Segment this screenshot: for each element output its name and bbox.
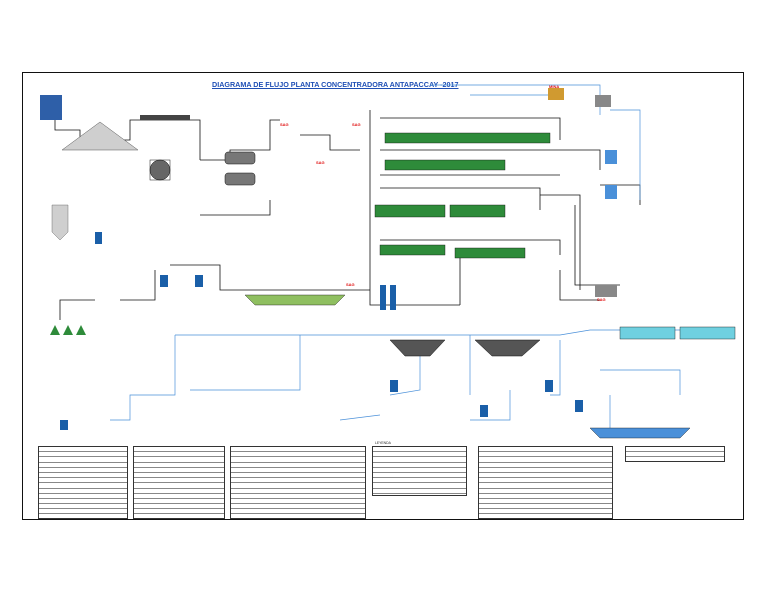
diagram-title: DIAGRAMA DE FLUJO PLANTA CONCENTRADORA A…: [212, 80, 459, 89]
stage-label-1: SAG: [352, 122, 361, 127]
thickener-2: [474, 339, 541, 357]
stage-label-5: SAG: [597, 297, 606, 302]
process-lines: [54, 105, 641, 320]
ball-mills: [224, 151, 256, 186]
stage-label-3: SAG: [316, 160, 325, 165]
stage-label-4: SAG: [346, 282, 355, 287]
sag-mill: [149, 159, 171, 181]
legend-table-5: [478, 446, 613, 519]
tailings-pond-2: [679, 326, 736, 340]
hydrocyclones: [50, 325, 86, 335]
tanks: [60, 232, 583, 430]
legend-table-2: [133, 446, 225, 519]
flotation-bank-5: [379, 244, 446, 256]
thickeners: [389, 326, 736, 439]
legend-table-1: [38, 446, 128, 519]
legend-table-3: [230, 446, 366, 519]
flotation-banks: [374, 132, 551, 259]
flotation-bank-1: [384, 132, 551, 144]
mine-stamp: MINA: [549, 84, 560, 89]
crusher: [40, 95, 62, 120]
stockpile: [61, 121, 139, 151]
legend-header: LEYENDA: [375, 441, 391, 445]
flotation-bank-3: [374, 204, 446, 218]
legend-table-6: [625, 446, 725, 462]
leach-pad: [244, 285, 396, 310]
flotation-bank-6: [454, 247, 526, 259]
flotation-bank-2: [384, 159, 506, 171]
silo: [51, 204, 69, 241]
flotation-bank-4: [449, 204, 506, 218]
concentrate-area: [548, 88, 617, 297]
stage-label-2: SAG: [280, 122, 289, 127]
tailings-pond-1: [619, 326, 676, 340]
thickener-1: [389, 339, 446, 357]
ball-mill-1: [224, 151, 256, 165]
ball-mill-2: [224, 172, 256, 186]
conveyor: [140, 115, 190, 120]
water-reservoir: [589, 427, 691, 439]
legend-table-4: [372, 446, 467, 496]
crusher-area: [40, 95, 190, 181]
